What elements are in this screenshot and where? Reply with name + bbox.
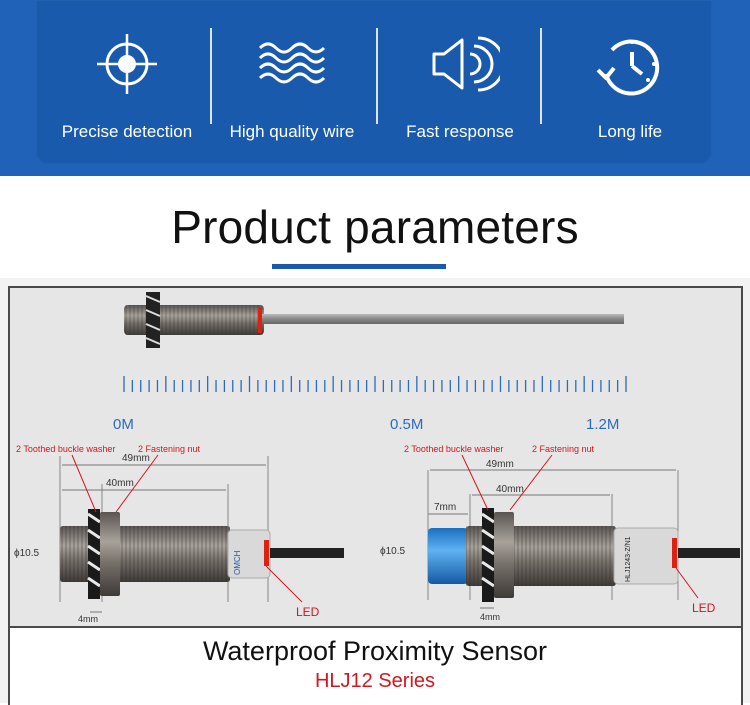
feature-label: Long life <box>597 122 663 141</box>
length-total-label: 49mm <box>122 453 150 464</box>
product-series: HLJ12 Series <box>314 670 436 692</box>
distance-ruler <box>123 376 627 392</box>
feature-long-life: Long life <box>550 0 710 164</box>
feature-label: High quality wire <box>229 122 355 141</box>
caption-box <box>8 626 743 705</box>
length-thread-label: 40mm <box>496 484 524 495</box>
feature-wire: High quality wire <box>212 0 372 164</box>
body-print: OMCH <box>233 550 242 575</box>
section-heading: Product parameters <box>171 201 579 253</box>
washer-label: 2 Toothed buckle washer <box>16 444 115 454</box>
body-print: HLJ1243-Z/N1 <box>625 536 632 582</box>
led-label: LED <box>692 601 716 615</box>
scale-start-label: 0M <box>113 416 134 433</box>
feature-precise-detection: Precise detection <box>47 0 207 164</box>
diameter-label: ϕ10.5 <box>380 546 406 557</box>
feature-label: Fast response <box>406 122 514 141</box>
heading-underline <box>272 264 446 269</box>
diameter-label: ϕ10.5 <box>14 548 40 559</box>
product-title: Waterproof Proximity Sensor <box>202 636 548 666</box>
scale-end-label: 1.2M <box>586 416 619 433</box>
length-thread-label: 40mm <box>106 478 134 489</box>
led-label: LED <box>296 605 320 619</box>
scale-mid-label: 0.5M <box>390 416 423 433</box>
divider <box>540 28 542 124</box>
clock-icon <box>590 26 670 102</box>
length-total-label: 49mm <box>486 459 514 470</box>
cap-length-label: 7mm <box>434 502 456 513</box>
sensor-photo <box>124 292 624 348</box>
nut-label: 2 Fastening nut <box>138 444 201 454</box>
crosshair-icon <box>87 26 167 102</box>
feature-card <box>36 0 712 164</box>
feature-banner <box>0 0 750 176</box>
nut-width-label: 4mm <box>480 612 500 622</box>
right-drawing: 49mm 40mm 7mm HLJ1243-Z/N1 ϕ10.5 4mm 2 T… <box>380 444 740 622</box>
divider <box>210 28 212 124</box>
nut-label: 2 Fastening nut <box>532 444 595 454</box>
divider <box>376 28 378 124</box>
feature-label: Precise detection <box>61 122 193 141</box>
waves-icon <box>252 26 332 102</box>
speaker-icon <box>420 26 506 102</box>
nut-width-label: 4mm <box>78 614 98 624</box>
washer-label: 2 Toothed buckle washer <box>404 444 503 454</box>
left-drawing: 49mm 40mm OMCH ϕ10.5 4mm 2 Toothed buckl… <box>14 444 344 624</box>
feature-response: Fast response <box>380 0 540 164</box>
